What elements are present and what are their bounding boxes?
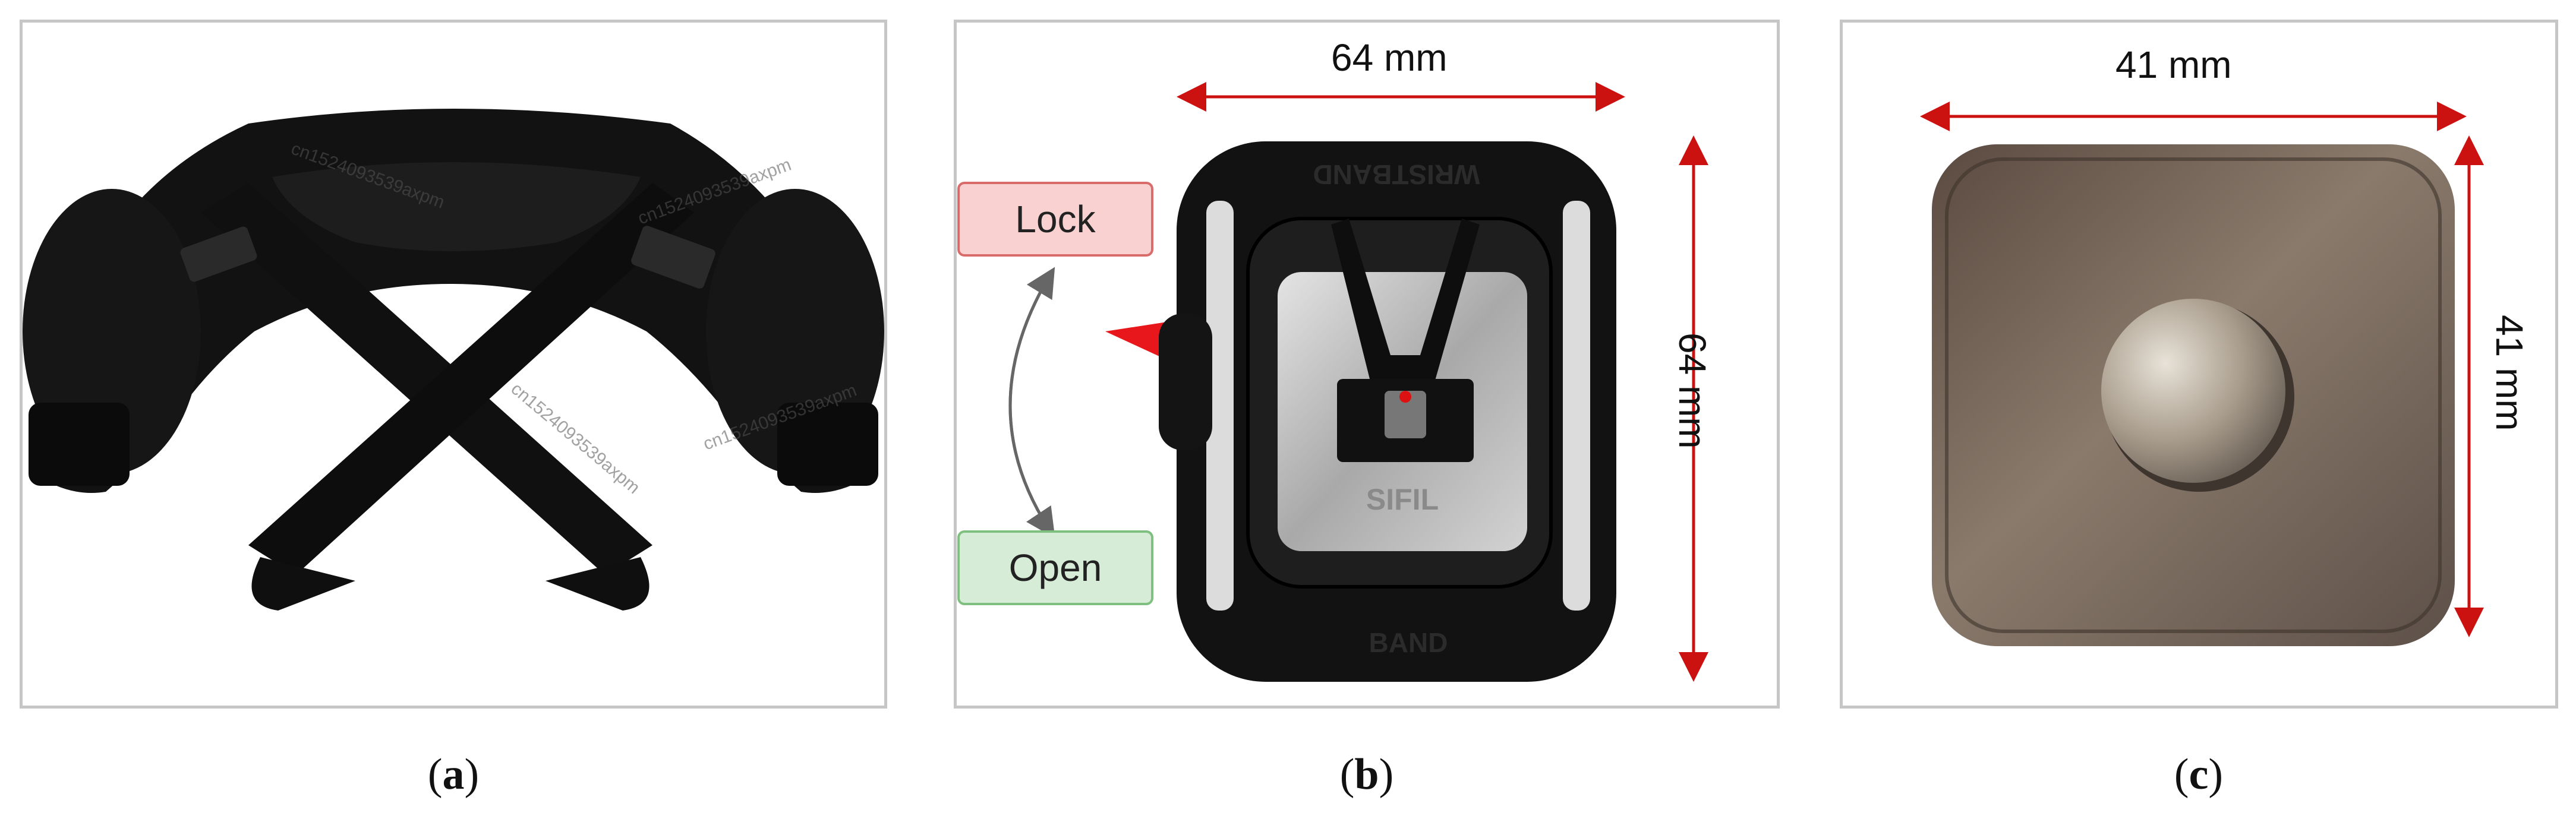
panel-b-wristband-clip: WRISTBAND SIFIL BAND <box>954 20 1780 709</box>
panel-b-side-dimension-label: 64 mm <box>1671 333 1714 449</box>
panel-c-metal-square <box>1840 20 2558 709</box>
panel-b-top-dimension-label: 64 mm <box>1331 36 1448 79</box>
caption-b: (b) <box>1339 750 1394 799</box>
center-stud <box>2101 299 2285 483</box>
wristband-clip-illustration: WRISTBAND SIFIL BAND <box>1008 82 1708 682</box>
caption-a: (a) <box>427 750 480 799</box>
caption-c: (c) <box>2174 750 2224 799</box>
state-arrow-down <box>1008 271 1055 539</box>
panel-c-side-dimension-label: 41 mm <box>2488 315 2531 431</box>
device-text-bottom: BAND <box>1369 627 1448 658</box>
panel-a-shoulder-brace: cn1524093539axpm cn1524093539axpm cn1524… <box>20 20 887 709</box>
lock-state-box: Lock <box>957 182 1153 257</box>
caption-b-letter: b <box>1354 750 1379 799</box>
panel-c-top-dimension-label: 41 mm <box>2115 43 2232 86</box>
device-text-top: WRISTBAND <box>1313 159 1480 190</box>
shoulder-brace-illustration: cn1524093539axpm cn1524093539axpm cn1524… <box>23 109 884 611</box>
open-state-box: Open <box>957 530 1153 605</box>
device-text-plate: SIFIL <box>1366 483 1439 516</box>
caption-a-letter: a <box>442 750 465 799</box>
caption-c-letter: c <box>2189 750 2209 799</box>
metal-square-illustration <box>1920 102 2484 646</box>
